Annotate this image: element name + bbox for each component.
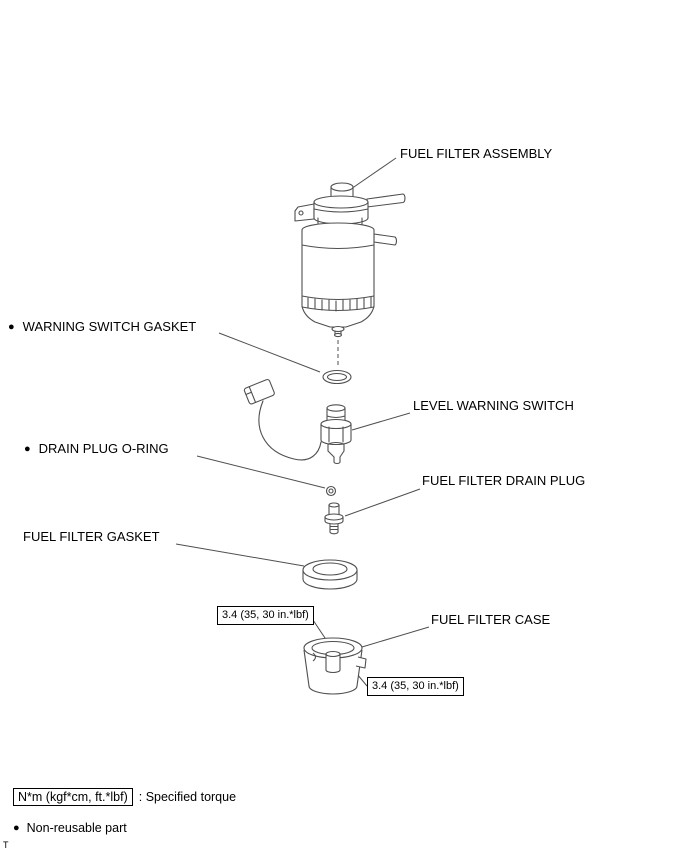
fuel-filter-gasket-label: FUEL FILTER GASKET — [23, 529, 160, 545]
torque-spec-box-lower: 3.4 (35, 30 in.*lbf) — [367, 677, 464, 697]
non-reusable-bullet-icon: ● — [13, 821, 20, 834]
leader-lines — [175, 157, 430, 687]
torque-legend: N*m (kgf*cm, ft.*lbf) : Specified torque — [13, 788, 236, 806]
fuel-filter-gasket-label-text: FUEL FILTER GASKET — [23, 529, 160, 544]
warning-switch-gasket-label: ● WARNING SWITCH GASKET — [8, 319, 197, 335]
drain-plug-o-ring-part — [325, 485, 337, 497]
page-marker: T — [3, 840, 9, 850]
non-reusable-bullet-icon: ● — [24, 442, 31, 455]
level-warning-switch-part — [243, 378, 352, 465]
drain-plug-o-ring-label-text: DRAIN PLUG O-RING — [38, 441, 169, 456]
fuel-filter-assembly-part — [294, 182, 406, 338]
non-reusable-legend: ● Non-reusable part — [13, 821, 127, 835]
fuel-filter-case-part — [303, 637, 367, 695]
fuel-filter-assembly-label: FUEL FILTER ASSEMBLY — [400, 146, 553, 162]
torque-unit-box: N*m (kgf*cm, ft.*lbf) — [13, 788, 133, 806]
fuel-filter-case-label-text: FUEL FILTER CASE — [431, 612, 551, 627]
fuel-filter-drain-plug-label-text: FUEL FILTER DRAIN PLUG — [422, 473, 586, 488]
warning-switch-gasket-part — [322, 369, 352, 385]
torque-spec-box-upper: 3.4 (35, 30 in.*lbf) — [217, 606, 314, 626]
non-reusable-legend-text: Non-reusable part — [26, 821, 127, 835]
torque-legend-text: : Specified torque — [138, 790, 237, 804]
fuel-filter-case-label: FUEL FILTER CASE — [431, 612, 551, 628]
level-warning-switch-label: LEVEL WARNING SWITCH — [413, 398, 574, 414]
drain-plug-o-ring-label: ● DRAIN PLUG O-RING — [24, 441, 169, 457]
fuel-filter-drain-plug-part — [324, 502, 344, 535]
level-warning-switch-label-text: LEVEL WARNING SWITCH — [413, 398, 574, 413]
non-reusable-bullet-icon: ● — [8, 320, 15, 333]
fuel-filter-gasket-part — [302, 559, 358, 590]
fuel-filter-assembly-label-text: FUEL FILTER ASSEMBLY — [400, 146, 553, 161]
warning-switch-gasket-label-text: WARNING SWITCH GASKET — [22, 319, 197, 334]
fuel-filter-drain-plug-label: FUEL FILTER DRAIN PLUG — [422, 473, 586, 489]
